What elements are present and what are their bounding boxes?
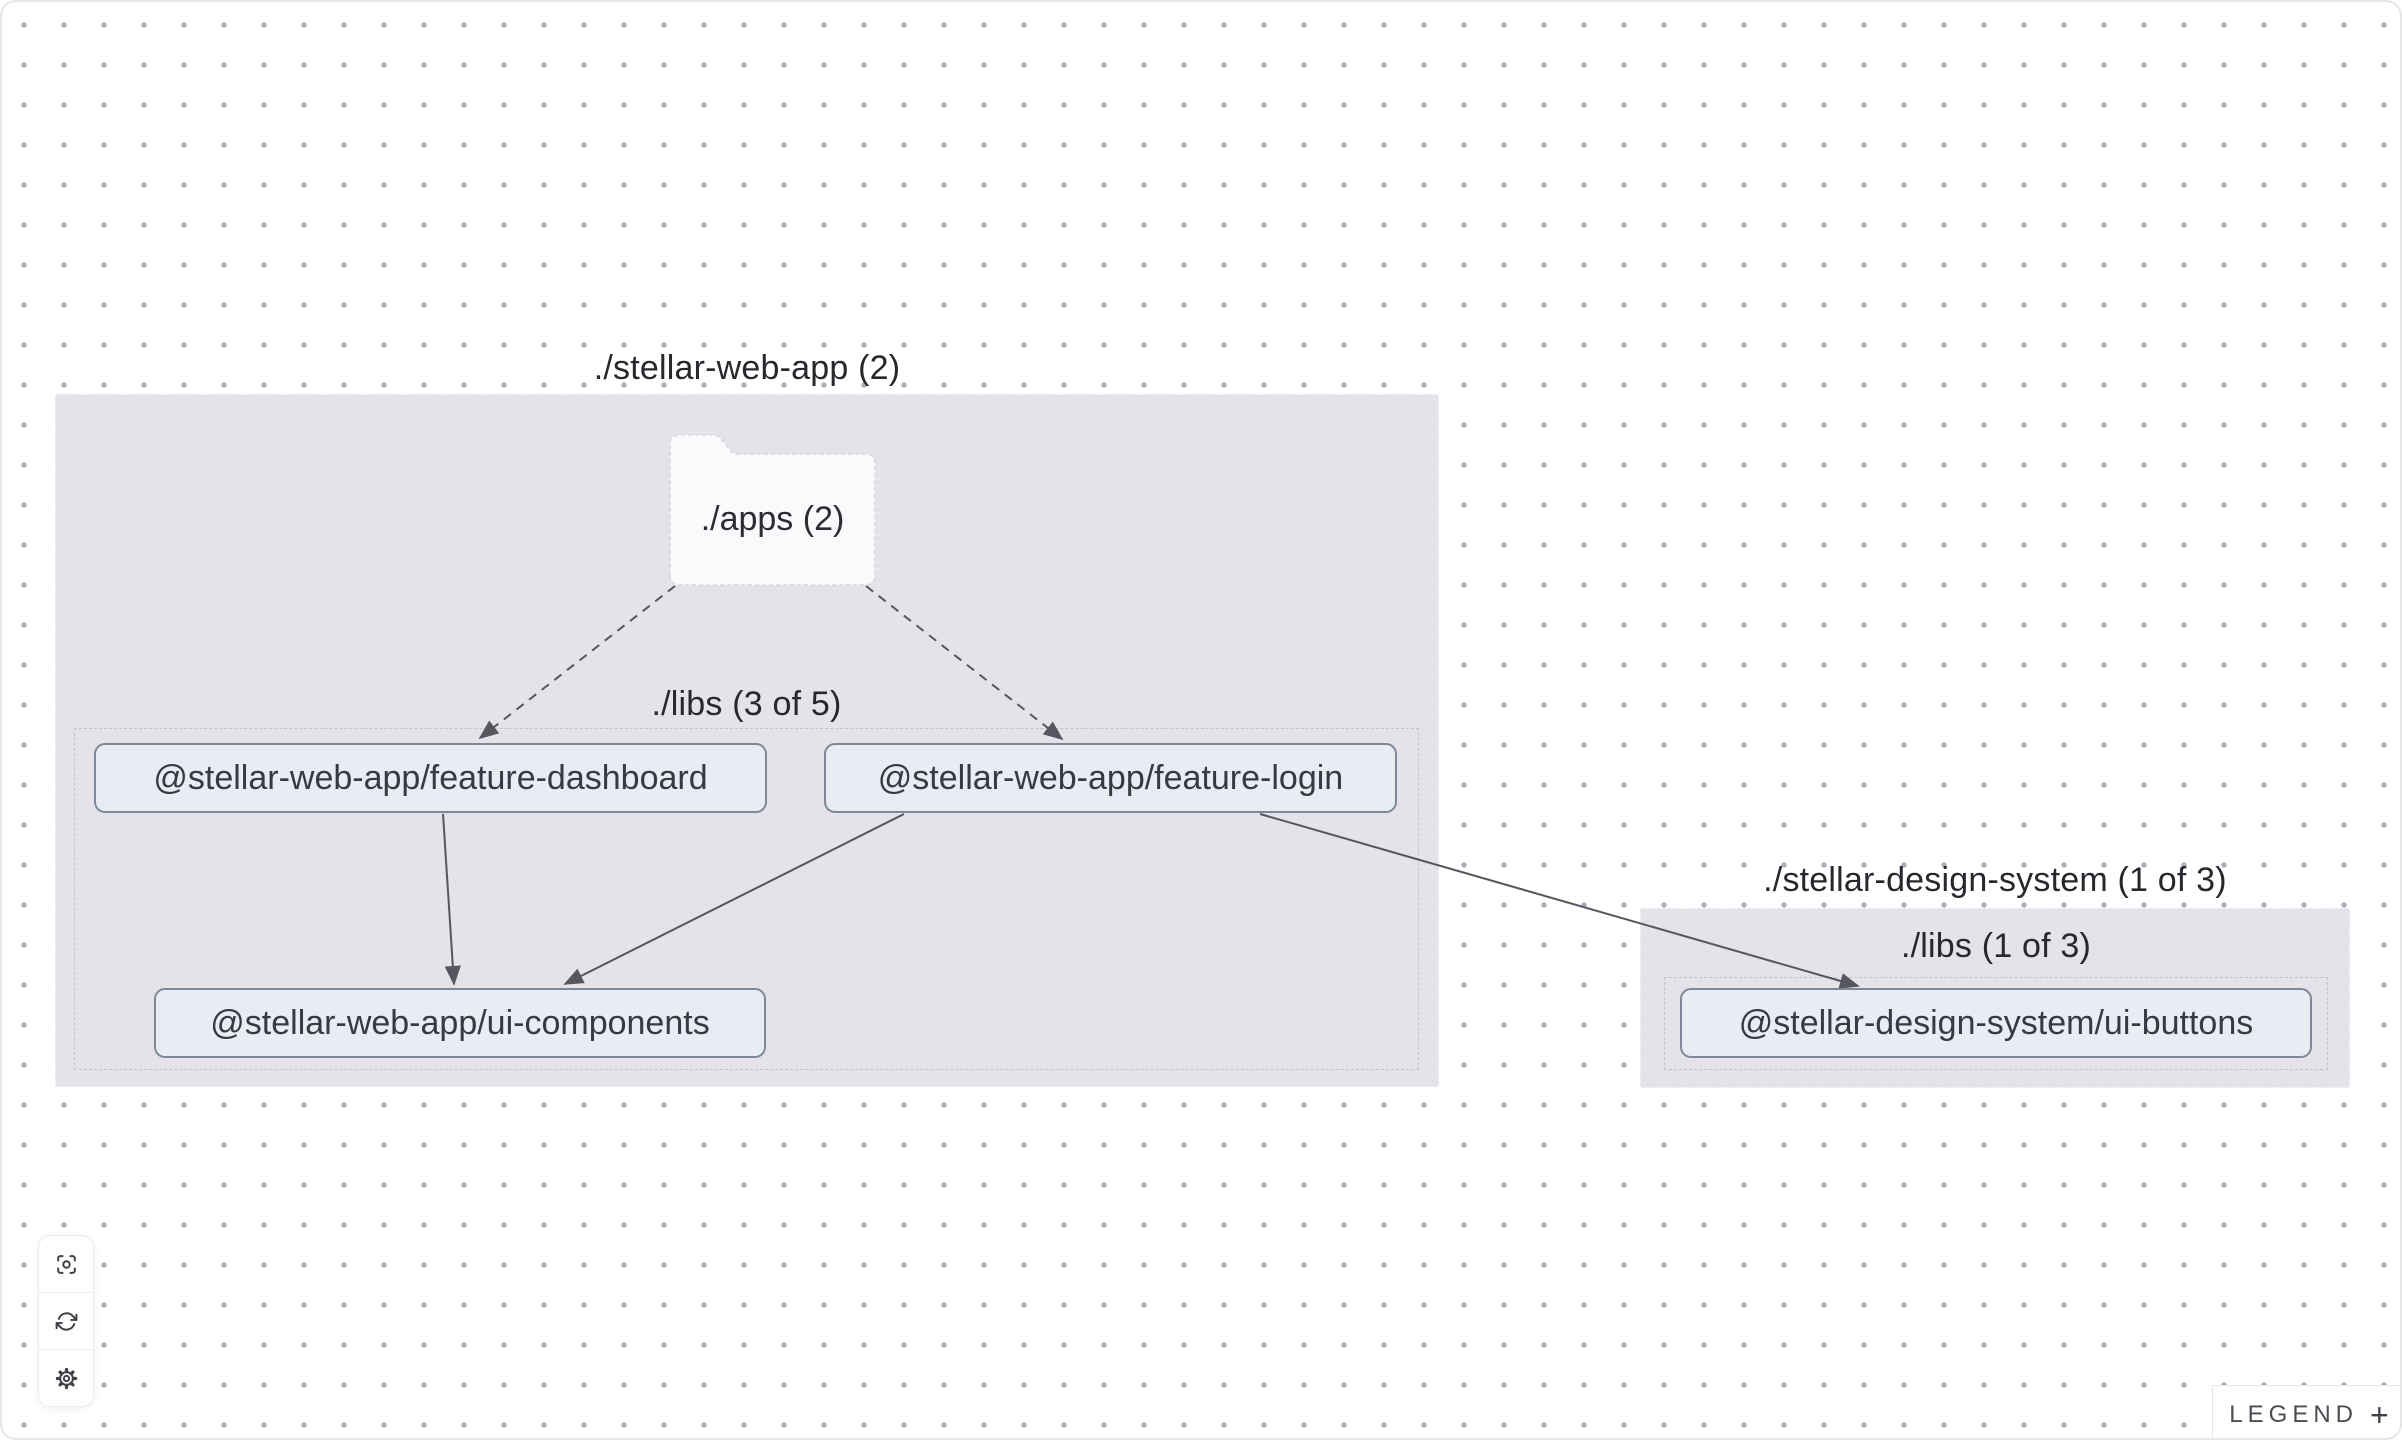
settings-button[interactable] [39,1349,93,1406]
group-label-stellar-design-system: ./stellar-design-system (1 of 3) [1763,861,2227,899]
plus-icon: + [2370,1396,2389,1433]
project-node-feature-dashboard[interactable]: @stellar-web-app/feature-dashboard [94,743,767,813]
project-node-ui-components[interactable]: @stellar-web-app/ui-components [154,988,766,1058]
edge-feature-dashboard-to-ui-components[interactable] [442,813,461,986]
folder-node-apps[interactable]: ./apps (2) [700,500,845,538]
graph-toolbar [38,1235,94,1407]
gear-icon [55,1367,77,1389]
group-label-stellar-design-system-libs: ./libs (1 of 3) [1900,927,2092,965]
edge-feature-login-to-ui-buttons[interactable] [1259,813,1860,989]
edge-feature-login-to-ui-components[interactable] [563,813,905,985]
group-label-stellar-web-app: ./stellar-web-app (2) [593,349,901,387]
group-label-stellar-web-app-libs: ./libs (3 of 5) [651,685,842,723]
group-stellar-web-app-libs [74,728,1419,1070]
legend-toggle[interactable]: LEGEND + [2212,1385,2400,1438]
project-node-ui-buttons[interactable]: @stellar-design-system/ui-buttons [1680,988,2312,1058]
legend-label: LEGEND [2229,1400,2358,1428]
refresh-icon [55,1311,77,1331]
zoom-to-fit-button[interactable] [39,1236,93,1292]
refresh-button[interactable] [39,1292,93,1349]
focus-icon [56,1254,76,1274]
project-node-feature-login[interactable]: @stellar-web-app/feature-login [824,743,1397,813]
group-stellar-design-system-libs [1664,977,2328,1070]
